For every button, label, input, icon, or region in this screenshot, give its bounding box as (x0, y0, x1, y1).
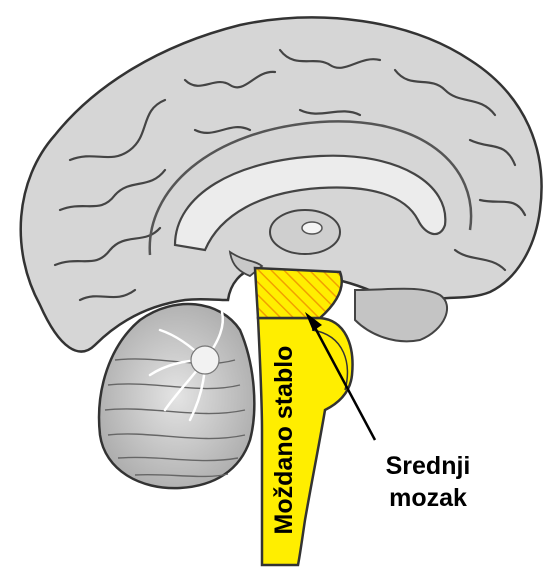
cerebellum (99, 304, 254, 488)
midbrain-region (255, 268, 342, 318)
midbrain-label-line1: Srednji (386, 452, 471, 480)
brainstem-label: Moždano stablo (270, 346, 298, 535)
temporal-lobe (355, 289, 447, 342)
midbrain-label-line2: mozak (389, 484, 467, 512)
